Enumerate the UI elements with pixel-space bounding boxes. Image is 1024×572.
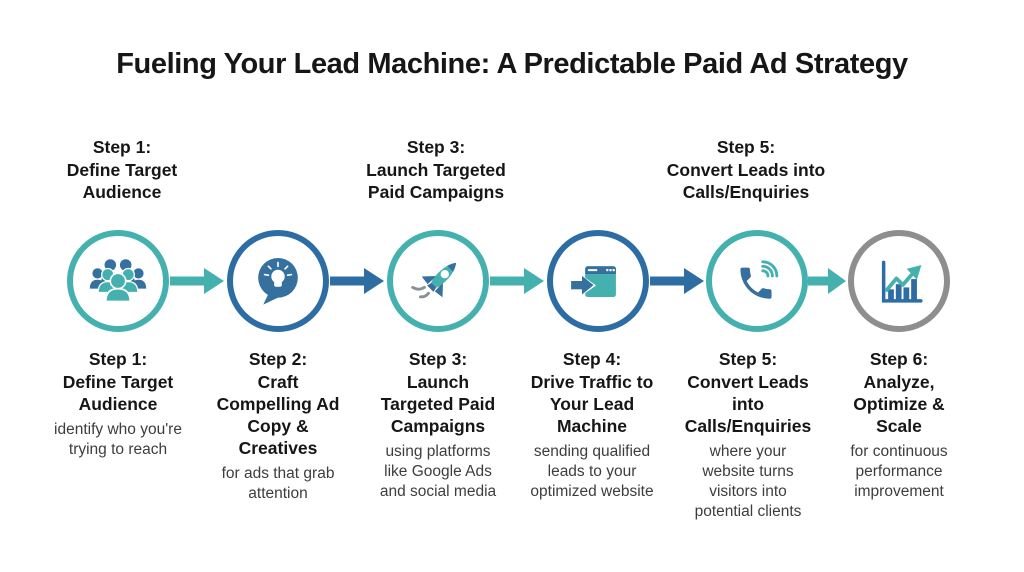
rocket-icon — [411, 262, 457, 299]
step-title: Launch Targeted Paid Campaigns — [380, 372, 496, 436]
growth-chart-icon — [881, 260, 923, 303]
step-circle-5 — [706, 230, 808, 332]
step-column-4: Step 4: Drive Traffic to Your Lead Machi… — [506, 348, 678, 502]
top-label-title: Convert Leads into Calls/Enquiries — [666, 160, 826, 202]
step-circle-2 — [227, 230, 329, 332]
step-circle-6 — [848, 230, 950, 332]
web-traffic-icon — [571, 266, 616, 297]
step-column-3: Step 3: Launch Targeted Paid Campaigns u… — [352, 348, 524, 502]
phone-call-icon — [740, 260, 779, 299]
step-description: sending qualified leads to your optimize… — [530, 443, 654, 500]
step-description: for ads that grab attention — [221, 465, 335, 502]
flow-arrow-3 — [490, 268, 544, 294]
step-heading: Step 4: — [562, 349, 622, 369]
top-label-heading: Step 5: — [716, 137, 776, 157]
step-title: Craft Compelling Ad Copy & Creatives — [216, 372, 340, 458]
flow-arrow-1 — [170, 268, 224, 294]
step-title: Analyze, Optimize & Scale — [853, 372, 945, 436]
step-heading: Step 3: — [408, 349, 468, 369]
top-label-heading: Step 3: — [406, 137, 466, 157]
step-description: identify who you're trying to reach — [54, 421, 182, 458]
step-description: using platforms like Google Ads and soci… — [379, 443, 497, 500]
top-label-step-5: Step 5: Convert Leads into Calls/Enquiri… — [656, 136, 836, 203]
top-label-title: Define Target Audience — [66, 160, 178, 202]
step-column-1: Step 1: Define Target Audience identify … — [32, 348, 204, 460]
page-title: Fueling Your Lead Machine: A Predictable… — [116, 48, 908, 80]
step-description: where your website turns visitors into p… — [694, 443, 802, 520]
step-circle-4 — [547, 230, 649, 332]
step-circle-1 — [67, 230, 169, 332]
idea-bubble-icon — [258, 257, 298, 305]
step-heading: Step 6: — [869, 349, 929, 369]
step-column-5: Step 5: Convert Leads into Calls/Enquiri… — [662, 348, 834, 522]
flow-arrow-2 — [330, 268, 384, 294]
flow-arrow-4 — [650, 268, 704, 294]
flow-arrow-5 — [808, 268, 846, 294]
step-heading: Step 2: — [248, 349, 308, 369]
step-circle-3 — [387, 230, 489, 332]
top-label-step-3: Step 3: Launch Targeted Paid Campaigns — [346, 136, 526, 203]
top-label-heading: Step 1: — [92, 137, 152, 157]
step-title: Define Target Audience — [62, 372, 174, 414]
step-heading: Step 5: — [718, 349, 778, 369]
step-title: Convert Leads into Calls/Enquiries — [684, 372, 812, 436]
step-description: for continuous performance improvement — [850, 443, 948, 500]
audience-icon — [89, 259, 147, 303]
top-label-step-1: Step 1: Define Target Audience — [32, 136, 212, 203]
step-column-2: Step 2: Craft Compelling Ad Copy & Creat… — [192, 348, 364, 504]
step-heading: Step 1: — [88, 349, 148, 369]
top-label-title: Launch Targeted Paid Campaigns — [366, 160, 506, 202]
step-title: Drive Traffic to Your Lead Machine — [530, 372, 654, 436]
step-column-6: Step 6: Analyze, Optimize & Scale for co… — [813, 348, 985, 502]
